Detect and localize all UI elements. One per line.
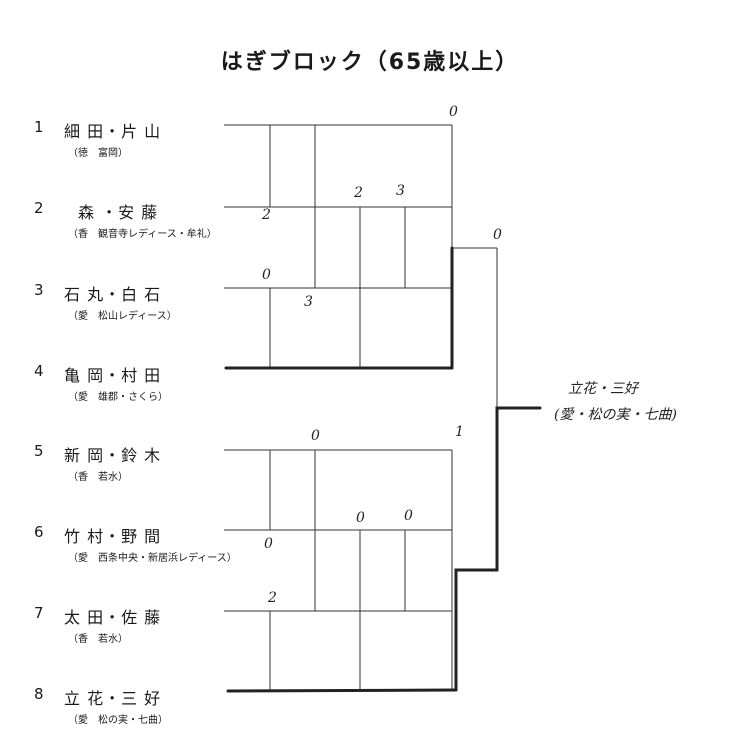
score-r2-bot-b: 0 [404, 508, 413, 524]
score-r2-bot-a: 0 [356, 510, 365, 526]
seed-number: 4 [34, 362, 44, 380]
club-name: （香 観音寺レディース・牟礼） [68, 229, 217, 240]
score-r2-top-a: 2 [354, 185, 363, 201]
winner-line-8 [226, 688, 458, 693]
page-title: はぎブロック（65歳以上） [220, 50, 520, 75]
club-name: （愛 松山レディース） [68, 311, 177, 322]
score-r1-s2: 2 [262, 207, 271, 223]
club-name: （徳 富岡） [68, 148, 128, 159]
winner-path-bottom [454, 568, 499, 692]
player-names: 新 岡・鈴 木 [64, 446, 162, 465]
player-names: 太 田・佐 藤 [64, 608, 162, 627]
score-r2-top-b: 3 [396, 183, 405, 199]
seed-number: 6 [34, 523, 44, 541]
score-semi-top: 0 [493, 227, 502, 243]
player-names: 森 ・安 藤 [78, 203, 159, 222]
club-name: （愛 西条中央・新居浜レディース） [68, 553, 237, 564]
score-r1-s3: 0 [262, 267, 271, 283]
winner-path-final [495, 406, 542, 572]
club-name: （愛 松の実・七曲） [68, 715, 168, 726]
score-r1-s6: 0 [264, 536, 273, 552]
seed-number: 7 [34, 604, 44, 622]
player-names: 石 丸・白 石 [64, 285, 162, 304]
score-r1-s5: 0 [311, 428, 320, 444]
score-r1-s7: 2 [268, 590, 277, 606]
player-names: 立 花・三 好 [64, 689, 162, 708]
score-r1-s4: 3 [304, 294, 313, 310]
club-name: （愛 雄郡・さくら） [68, 392, 168, 403]
seed-number: 2 [34, 199, 44, 217]
score-r1-s1: 0 [449, 104, 458, 120]
winner-names: 立花・三好 [568, 381, 638, 397]
seed-number: 5 [34, 442, 44, 460]
player-names: 竹 村・野 間 [64, 527, 162, 546]
club-name: （香 若水） [68, 472, 128, 483]
winner-club: (愛・松の実・七曲) [554, 407, 677, 423]
seed-number: 3 [34, 281, 44, 299]
player-names: 細 田・片 山 [64, 122, 162, 141]
club-name: （香 若水） [68, 634, 128, 645]
seed-number: 1 [34, 118, 44, 136]
seed-number: 8 [34, 685, 44, 703]
player-names: 亀 岡・村 田 [64, 366, 162, 385]
score-semi-bot: 1 [455, 424, 464, 440]
